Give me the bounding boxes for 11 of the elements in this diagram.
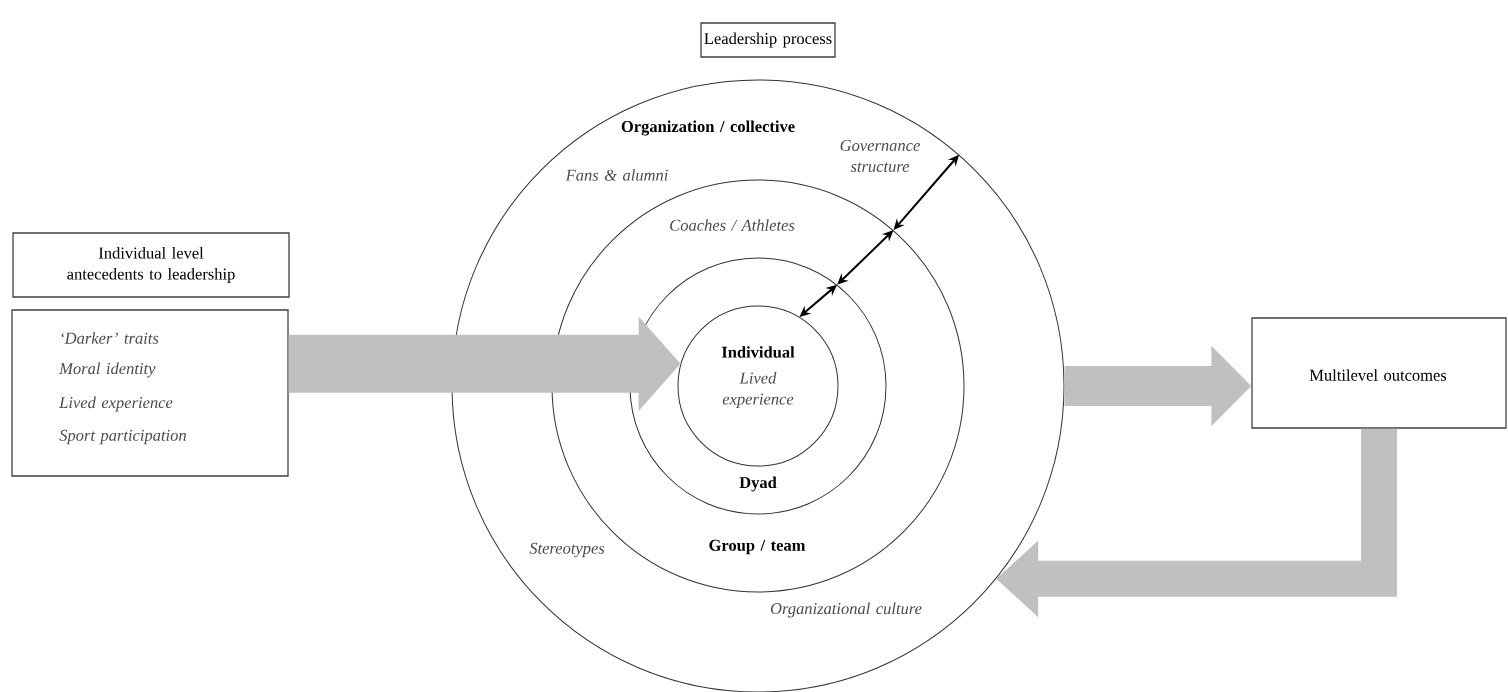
node-label: Governance structure — [840, 139, 920, 173]
outcome-box: Multilevel outcomes — [1251, 317, 1507, 429]
list-box: ‘Darker’ traits Moral identity Lived experience Sport participation — [11, 309, 289, 477]
node-label: Fans & alumni — [565, 169, 668, 181]
heading-box: Leadership process — [700, 22, 836, 58]
node-label: Coaches / Athletes — [670, 219, 795, 231]
node-label: Organizational culture — [770, 602, 922, 618]
node-label: Group / team — [709, 539, 806, 555]
heading-box: Individual level antecedents to leadership — [12, 232, 290, 298]
node-label: Stereotypes — [529, 542, 605, 558]
node-label: Organization / collective — [621, 120, 795, 136]
